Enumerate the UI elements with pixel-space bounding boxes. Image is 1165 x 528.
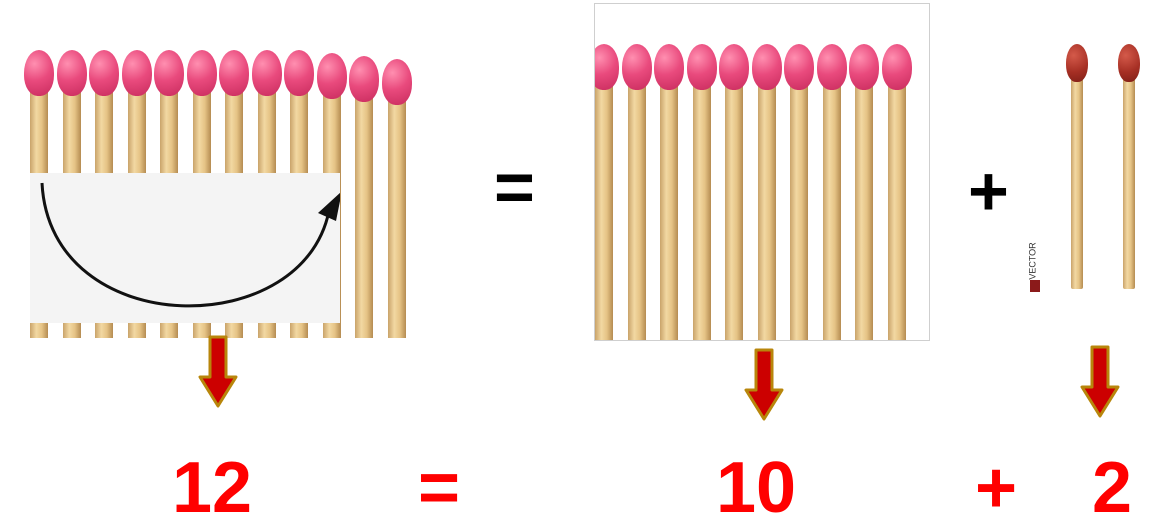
match-head <box>719 44 749 90</box>
matchstick <box>751 44 782 340</box>
match-head <box>654 44 684 90</box>
match-head <box>89 50 119 96</box>
match-head <box>24 50 54 96</box>
matchstick <box>349 56 379 338</box>
match-head <box>219 50 249 96</box>
match-head <box>1066 44 1088 82</box>
matchstick <box>621 44 652 340</box>
plus-sign-top: + <box>968 152 1009 230</box>
matchstick <box>654 44 684 340</box>
matchstick <box>1066 44 1088 289</box>
plus-sign-bottom: + <box>975 448 1018 528</box>
watermark-logo: VECTOR <box>1028 236 1042 292</box>
match-head <box>284 50 314 96</box>
matchstick <box>881 44 912 340</box>
match-head <box>1118 44 1140 82</box>
match-head <box>251 50 282 96</box>
match-head <box>56 50 87 96</box>
curved-arrow-icon <box>40 182 342 308</box>
match-head <box>349 56 379 102</box>
curve-overlay <box>30 173 342 323</box>
matchstick <box>816 44 847 340</box>
match-head <box>849 44 879 90</box>
number-ten: 10 <box>716 448 797 528</box>
match-head <box>784 44 814 90</box>
matchstick <box>686 44 717 340</box>
watermark-text: VECTOR <box>1027 242 1038 280</box>
number-twelve: 12 <box>172 448 253 528</box>
match-head <box>881 44 912 90</box>
match-head <box>595 44 619 90</box>
ten-matches-image <box>594 3 930 341</box>
matchstick <box>849 44 879 340</box>
match-head <box>316 53 347 99</box>
match-head <box>186 50 217 96</box>
watermark-badge <box>1030 280 1040 292</box>
match-head <box>686 44 717 90</box>
match-head <box>751 44 782 90</box>
matchstick <box>1118 44 1140 289</box>
down-arrow-icon <box>198 335 238 408</box>
two-matches-image <box>1058 40 1163 292</box>
matchstick <box>381 59 412 338</box>
equals-sign-top: = <box>494 148 535 226</box>
number-two: 2 <box>1092 448 1133 528</box>
match-head <box>154 50 184 96</box>
matchstick <box>595 44 619 340</box>
equals-sign-bottom: = <box>418 448 461 528</box>
matchstick <box>719 44 749 340</box>
down-arrow-icon <box>744 348 784 421</box>
match-head <box>621 44 652 90</box>
match-head <box>816 44 847 90</box>
down-arrow-icon <box>1080 345 1120 418</box>
match-head <box>121 50 152 96</box>
match-head <box>381 59 412 105</box>
matchstick <box>784 44 814 340</box>
twelve-matches-image <box>18 38 448 338</box>
